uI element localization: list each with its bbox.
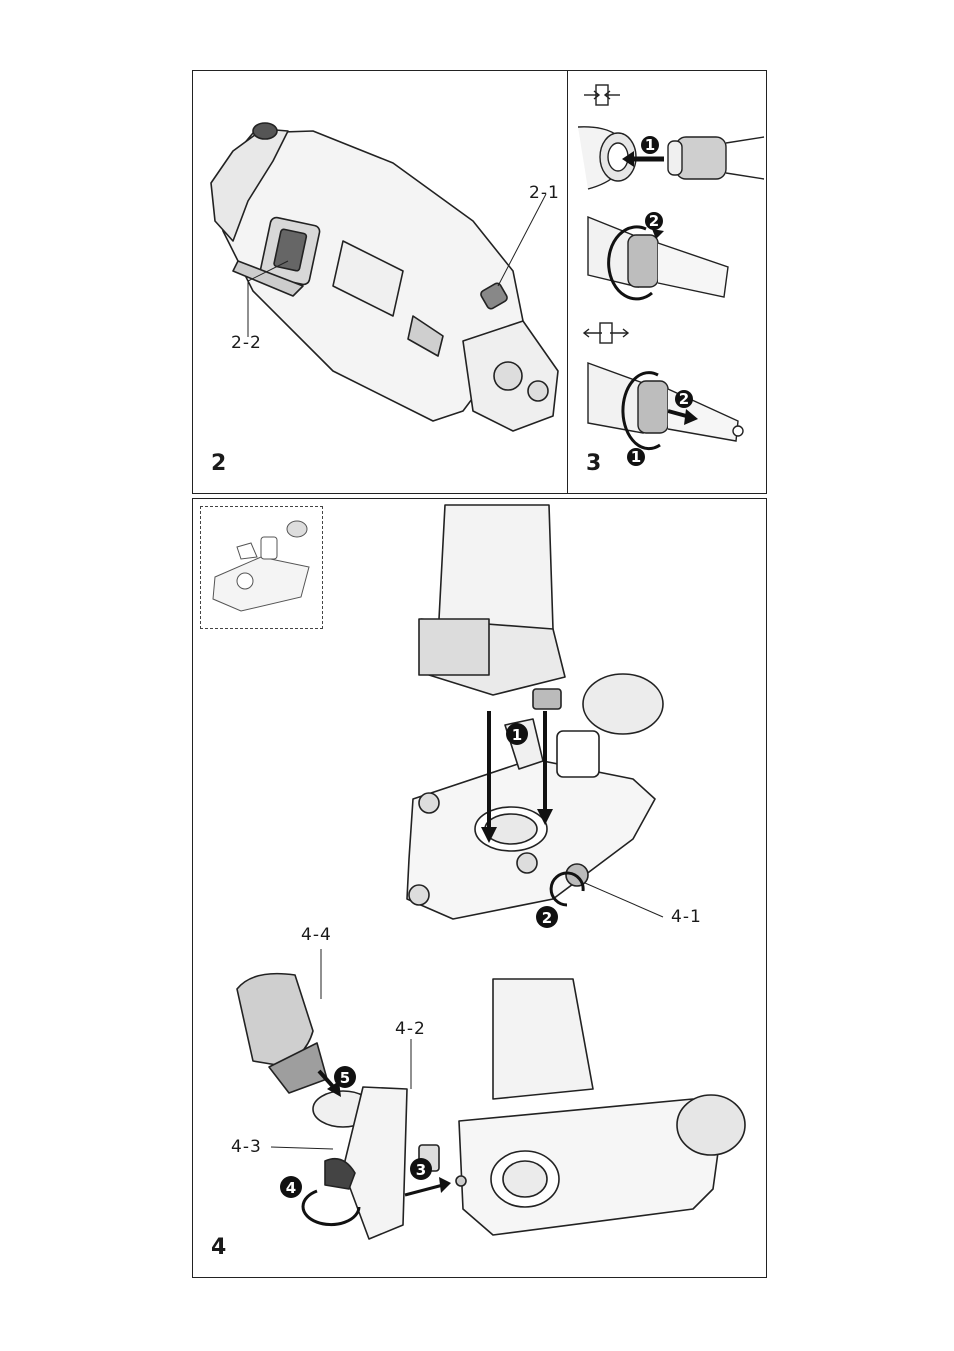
callout-2-1: 2-1 bbox=[529, 183, 560, 203]
figure-4-panel: 1 2 4-1 5 bbox=[192, 498, 767, 1278]
figure-2-panel: 2-1 2-2 2 bbox=[192, 70, 568, 494]
figure-number-2: 2 bbox=[211, 451, 226, 476]
callout-4-4: 4-4 bbox=[301, 925, 332, 945]
step-marker-2: 2 bbox=[649, 212, 659, 230]
connector-lock-illustration: 2 bbox=[568, 207, 764, 307]
connect-icon bbox=[584, 83, 620, 107]
callout-4-1: 4-1 bbox=[671, 907, 702, 927]
step-marker-4-3: 3 bbox=[416, 1161, 426, 1179]
base-plate-mounting-illustration: 1 2 bbox=[193, 499, 768, 939]
step-marker-1b: 1 bbox=[631, 448, 641, 466]
callout-4-3: 4-3 bbox=[231, 1137, 262, 1157]
callout-4-2: 4-2 bbox=[395, 1019, 426, 1039]
step-marker-4-5: 5 bbox=[340, 1069, 350, 1087]
step-marker-4-4: 4 bbox=[286, 1179, 296, 1197]
dust-extraction-assembly-illustration: 5 3 4 bbox=[193, 939, 768, 1259]
figure-number-4: 4 bbox=[211, 1235, 226, 1260]
figure-3-panel: 1 2 2 1 3 bbox=[567, 70, 767, 494]
step-marker-4-2: 2 bbox=[542, 909, 552, 927]
step-marker-2b: 2 bbox=[679, 390, 689, 408]
step-marker-4-1: 1 bbox=[512, 726, 522, 744]
connector-join-illustration: 1 bbox=[568, 119, 764, 199]
disconnect-icon bbox=[584, 321, 628, 345]
step-marker-1: 1 bbox=[645, 136, 655, 154]
figure-number-3: 3 bbox=[586, 451, 601, 476]
callout-2-2: 2-2 bbox=[231, 333, 262, 353]
power-tool-illustration bbox=[193, 71, 569, 495]
